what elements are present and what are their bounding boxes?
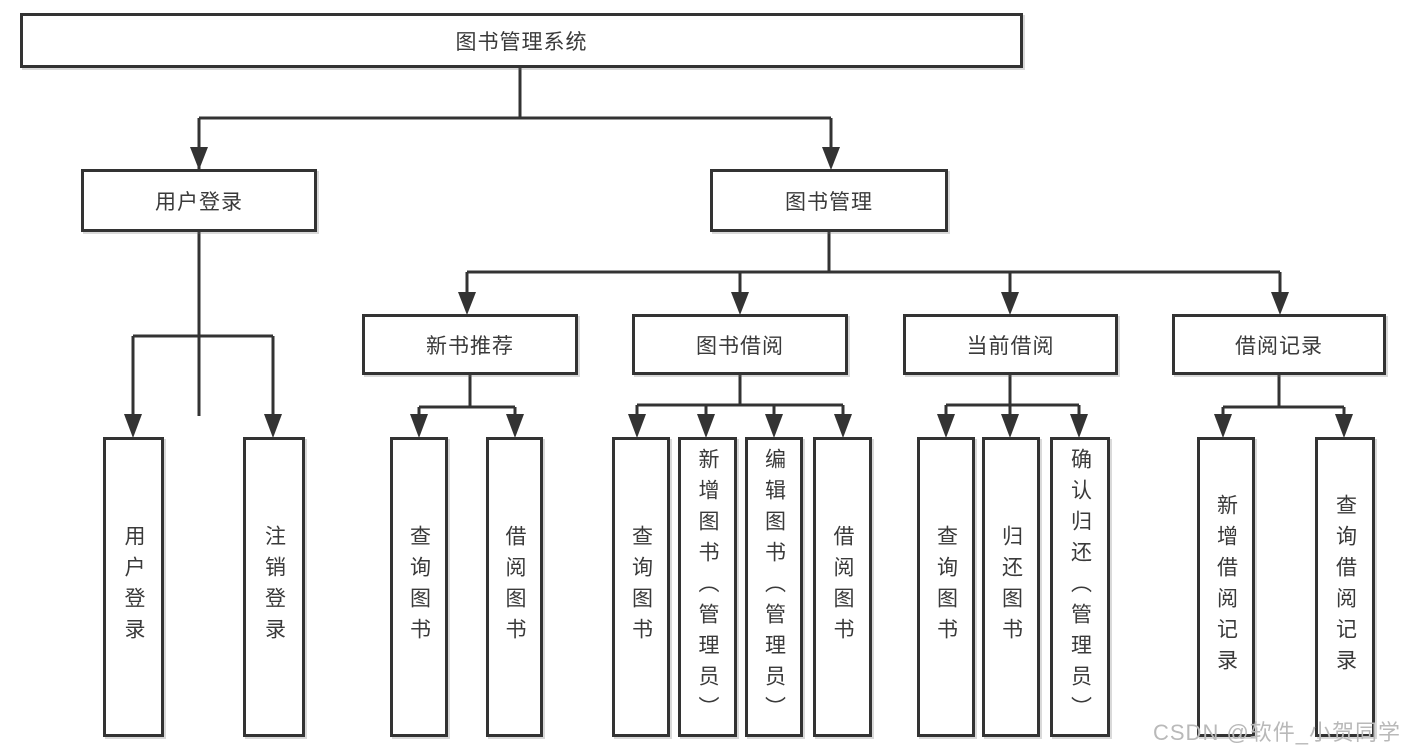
leaf-confirm-return-admin: 确认归还（管理员） — [1050, 437, 1110, 737]
arrowheads-book-borrow — [628, 414, 852, 438]
node-label: 新增借阅记录 — [1214, 494, 1238, 680]
node-label: 归还图书 — [999, 525, 1023, 649]
connector-current-borrow-to-leaves — [944, 375, 1081, 416]
arrowheads-user-login — [124, 414, 282, 438]
node-label: 图书借阅 — [696, 334, 784, 358]
leaf-borrow-books: 借阅图书 — [813, 437, 872, 737]
node-book-management: 图书管理 — [710, 169, 948, 232]
node-label: 编辑图书（管理员） — [762, 447, 786, 727]
connector-book-mgmt-to-level3 — [465, 232, 1282, 293]
connector-user-login-to-leaves — [131, 232, 275, 416]
node-label: 用户登录 — [155, 190, 243, 214]
connector-root-to-level2 — [197, 66, 833, 416]
node-book-borrow: 图书借阅 — [632, 314, 848, 375]
node-label: 借阅图书 — [831, 525, 854, 649]
leaf-return-books: 归还图书 — [982, 437, 1040, 737]
node-label: 新增图书（管理员） — [696, 447, 719, 727]
leaf-query-books-borrow: 查询图书 — [612, 437, 670, 737]
connector-book-borrow-to-leaves — [635, 375, 845, 416]
node-label: 确认归还（管理员） — [1068, 447, 1092, 727]
leaf-logout: 注销登录 — [243, 437, 305, 737]
node-current-borrow: 当前借阅 — [903, 314, 1118, 375]
node-label: 当前借阅 — [966, 334, 1055, 358]
node-label: 用户登录 — [122, 525, 145, 649]
leaf-add-books-admin: 新增图书（管理员） — [678, 437, 737, 737]
node-label: 借阅图书 — [503, 525, 526, 649]
arrowheads-level2 — [190, 147, 840, 170]
connector-new-book-rec-to-leaves — [417, 375, 517, 416]
leaf-edit-books-admin: 编辑图书（管理员） — [745, 437, 803, 737]
leaf-query-books-recommend: 查询图书 — [390, 437, 448, 737]
arrowheads-new-book-rec — [410, 414, 524, 438]
node-label: 注销登录 — [262, 525, 286, 649]
node-label: 查询图书 — [934, 525, 958, 649]
connector-borrow-records-to-leaves — [1221, 375, 1346, 416]
node-label: 查询图书 — [407, 525, 431, 649]
arrowheads-borrow-records — [1214, 414, 1353, 438]
node-library-system: 图书管理系统 — [20, 13, 1023, 68]
arrowheads-level3 — [458, 292, 1289, 315]
node-label: 查询借阅记录 — [1333, 494, 1357, 680]
leaf-user-login: 用户登录 — [103, 437, 164, 737]
node-borrow-records: 借阅记录 — [1172, 314, 1386, 375]
node-label: 图书管理系统 — [455, 30, 588, 54]
leaf-query-books-current: 查询图书 — [917, 437, 975, 737]
node-label: 图书管理 — [785, 190, 873, 214]
arrowheads-current-borrow — [937, 414, 1088, 438]
node-user-login: 用户登录 — [81, 169, 317, 232]
node-new-book-recommend: 新书推荐 — [362, 314, 578, 375]
node-label: 借阅记录 — [1235, 334, 1323, 358]
watermark: CSDN @软件_小贺同学 — [1153, 720, 1402, 745]
leaf-borrow-books-recommend: 借阅图书 — [486, 437, 543, 737]
node-label: 新书推荐 — [426, 334, 514, 358]
leaf-add-borrow-record: 新增借阅记录 — [1197, 437, 1255, 737]
node-label: 查询图书 — [629, 525, 653, 649]
leaf-query-borrow-record: 查询借阅记录 — [1315, 437, 1375, 737]
